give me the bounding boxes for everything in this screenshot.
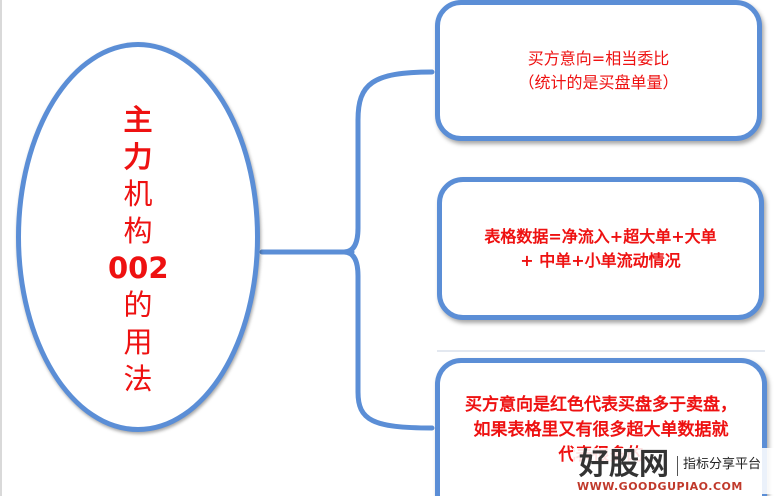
center-title-char: 002: [108, 251, 169, 285]
info-box-top-border: [437, 350, 765, 352]
center-title-char: 法: [123, 362, 153, 396]
watermark-url: WWW.GOODGUPIAO.COM: [577, 480, 743, 493]
center-title-char: 力: [123, 140, 153, 174]
info-box-text: 表格数据=净流入+超大单+大单 + 中单+小单流动情况: [484, 225, 716, 273]
site-watermark: 好股网 指标分享平台 WWW.GOODGUPIAO.COM: [573, 448, 775, 494]
left-edge-rule: [0, 0, 2, 496]
info-box-line: 如果表格里又有很多超大单数据就: [473, 420, 729, 440]
info-box-text: 买方意向=相当委比 （统计的是买盘单量）: [518, 47, 678, 95]
center-title-char: 机: [123, 177, 153, 211]
info-box-line: 买方意向是红色代表买盘多于卖盘，: [465, 395, 737, 415]
info-box-buyer-intent: 买方意向=相当委比 （统计的是买盘单量）: [435, 0, 762, 141]
center-ellipse: [16, 42, 260, 432]
info-box-line: 表格数据=净流入+超大单+大单: [484, 226, 717, 246]
center-title-char: 主: [123, 103, 153, 137]
watermark-brand: 好股网: [579, 447, 669, 482]
info-box-line: + 中单+小单流动情况: [520, 250, 681, 270]
center-title-char: 的: [123, 288, 153, 322]
info-box-line: 买方意向=相当委比: [527, 48, 670, 68]
info-box-line: （统计的是买盘单量）: [518, 72, 679, 92]
info-box-table-data: 表格数据=净流入+超大单+大单 + 中单+小单流动情况: [437, 177, 764, 320]
watermark-divider: [677, 456, 678, 476]
info-box-text: 买方意向是红色代表买盘多于卖盘， 如果表格里又有很多超大单数据就 代表很多的: [465, 393, 737, 468]
center-title-char: 构: [123, 214, 153, 248]
watermark-slogan: 指标分享平台: [683, 457, 762, 472]
center-title-char: 用: [123, 325, 153, 359]
bracket-connector-path: [259, 69, 435, 431]
